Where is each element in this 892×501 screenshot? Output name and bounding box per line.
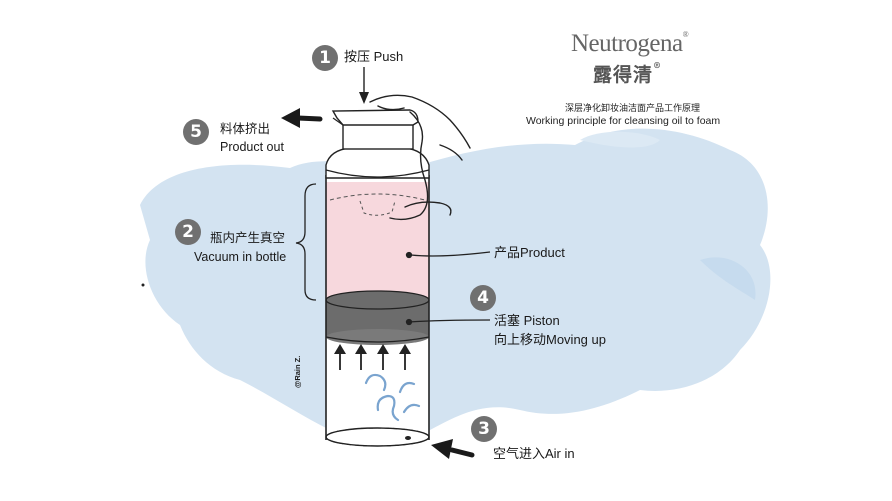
step-label: 瓶内产生真空 — [210, 231, 286, 245]
up-arrow-icon — [355, 344, 367, 370]
air-hole — [405, 436, 411, 440]
hand-icon — [369, 94, 471, 221]
subtitle-cn: 深层净化卸妆油洁面产品工作原理 — [565, 103, 701, 113]
artist-credit: @Rain Z. — [293, 355, 302, 388]
up-arrow-icon — [399, 344, 411, 370]
leader-lines — [405, 251, 491, 326]
step-label: 空气进入Air in — [493, 446, 575, 461]
up-arrows — [334, 344, 411, 370]
push-arrow-icon — [359, 67, 369, 104]
product-label: 产品Product — [494, 245, 565, 260]
bottle — [325, 175, 430, 447]
brand-logo: Neutrogena® — [571, 30, 689, 57]
sky-background — [140, 128, 771, 431]
brace-icon — [295, 183, 317, 301]
step-badge: 3 — [471, 416, 497, 442]
up-arrow-icon — [377, 344, 389, 370]
step-badge: 5 — [183, 119, 209, 145]
step-label: 料体挤出 — [220, 122, 271, 136]
step-badge: 4 — [470, 285, 496, 311]
step-label-en: Product out — [220, 140, 284, 154]
air-swirl-icon — [364, 373, 421, 422]
step-label-en: 向上移动Moving up — [494, 332, 606, 347]
step-label: 活塞 Piston — [494, 313, 560, 328]
up-arrow-icon — [334, 344, 346, 370]
subtitle-en: Working principle for cleansing oil to f… — [526, 115, 721, 127]
brand-logo-cn: 露得清® — [593, 60, 663, 86]
step-badge: 1 — [312, 45, 338, 71]
step-label-en: Vacuum in bottle — [194, 250, 287, 264]
step-badge: 2 — [175, 219, 201, 245]
product-fill — [326, 182, 429, 299]
pump-head — [325, 109, 430, 179]
product-out-arrow-icon — [281, 108, 323, 128]
air-in-arrow-icon — [431, 439, 475, 459]
step-label: 按压 Push — [344, 49, 404, 64]
